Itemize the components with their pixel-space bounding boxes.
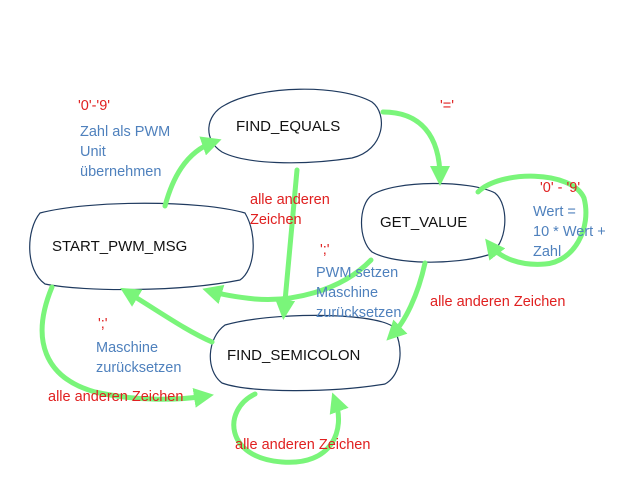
state-get-value-label: GET_VALUE bbox=[380, 214, 468, 231]
arrow-find-semicolon-self-loop bbox=[231, 391, 349, 465]
arrow-get-value-to-start bbox=[202, 257, 374, 305]
transition-trigger-getvalue-to-start: ';' bbox=[320, 242, 330, 258]
transition-trigger-equals-to-semicolon: alle anderen Zeichen bbox=[250, 192, 330, 228]
state-find-semicolon-label: FIND_SEMICOLON bbox=[227, 347, 361, 364]
arrow-get-value-to-find-semicolon bbox=[386, 260, 428, 341]
arrow-start-to-find-equals bbox=[162, 136, 222, 209]
transition-action-semicolon-to-start: Maschine zurücksetzen bbox=[96, 340, 182, 376]
transition-trigger-equals-to-getvalue: '=' bbox=[440, 98, 455, 114]
transition-action-getvalue-to-start: PWM setzen Maschine zurücksetzen bbox=[316, 265, 402, 321]
state-find-semicolon-shape bbox=[209, 314, 401, 392]
arrow-start-to-find-semicolon bbox=[39, 284, 214, 408]
arrow-find-semicolon-to-start bbox=[120, 287, 215, 345]
state-start-pwm-msg-shape bbox=[29, 202, 254, 291]
transition-action-getvalue-self: Wert = 10 * Wert + Zahl bbox=[533, 204, 606, 260]
state-find-equals-label: FIND_EQUALS bbox=[236, 118, 341, 135]
state-start-pwm-msg-label: START_PWM_MSG bbox=[52, 238, 188, 255]
transition-trigger-start-to-semicolon: alle anderen Zeichen bbox=[48, 389, 184, 405]
arrow-find-equals-to-get-value bbox=[380, 109, 450, 186]
transition-trigger-start-to-equals: '0'-'9' bbox=[78, 98, 111, 114]
transition-trigger-semicolon-to-start: ';' bbox=[98, 316, 108, 332]
transition-action-start-to-equals: Zahl als PWM Unit übernehmen bbox=[80, 124, 171, 180]
arrow-get-value-self-loop bbox=[475, 173, 589, 267]
transition-trigger-getvalue-self: '0' - '9' bbox=[540, 180, 581, 196]
transition-trigger-getvalue-to-semicolon: alle anderen Zeichen bbox=[430, 294, 566, 310]
transition-trigger-semicolon-self: alle anderen Zeichen bbox=[235, 437, 371, 453]
